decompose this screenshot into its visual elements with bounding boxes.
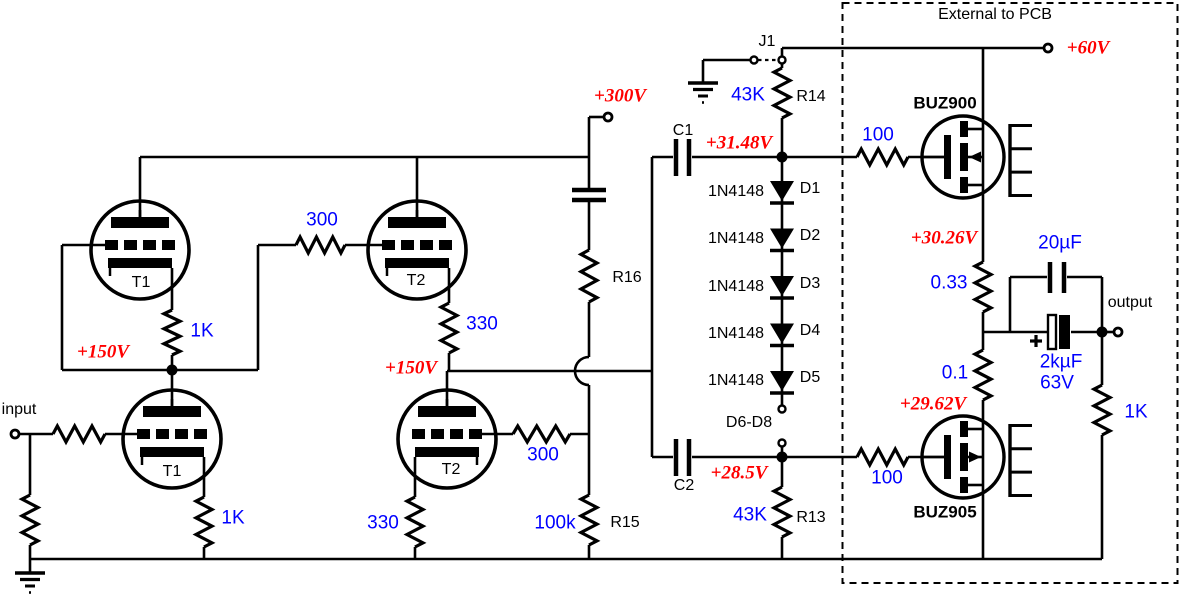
pcb-region-label: External to PCB <box>938 6 1052 23</box>
output-label: output <box>1107 294 1153 311</box>
r-gate-lower-value: 100 <box>871 467 903 489</box>
r14-label: R14 <box>796 88 826 105</box>
r16-label: R16 <box>612 269 642 286</box>
r-t1b-cathode-value: 1K <box>221 507 245 529</box>
terminals <box>9 42 1124 440</box>
r-gate-upper-value: 100 <box>862 124 894 146</box>
c-bypass-value: 20µF <box>1038 232 1082 254</box>
tube-t2a-label: T2 <box>406 272 426 289</box>
tube-t1-lower <box>121 388 223 490</box>
voltage-30-26v: +30.26V <box>910 227 978 249</box>
r-t1a-cathode-value: 1K <box>190 320 214 342</box>
tube-t2b-label: T2 <box>441 461 461 478</box>
tube-t1-upper <box>89 199 191 301</box>
ground-icon-j1 <box>688 81 718 104</box>
r15-label: R15 <box>610 514 640 531</box>
diode-name-label: D2 <box>799 227 821 244</box>
diode-part-label: 1N4148 <box>707 230 765 247</box>
input-terminal <box>9 428 21 440</box>
mosfet-buz900-icon <box>920 114 1006 200</box>
diode-chain <box>770 181 794 448</box>
c2-label: C2 <box>673 477 695 494</box>
r-load-value: 1K <box>1124 401 1148 423</box>
voltage-150v-mid: +150V <box>385 357 437 379</box>
voltage-60v: +60V <box>1066 37 1110 59</box>
diode-part-label: 1N4148 <box>707 183 765 200</box>
tube-t2-upper <box>366 199 468 301</box>
diode-part-label: 1N4148 <box>707 372 765 389</box>
r15-value: 100k <box>534 512 576 534</box>
r-t2b-cathode-value: 330 <box>367 512 399 534</box>
resistors <box>18 66 1114 549</box>
d6-d8-label: D6-D8 <box>725 414 773 431</box>
diode-name-label: D1 <box>799 180 821 197</box>
voltage-31-48v: +31.48V <box>705 132 773 154</box>
jumper-j1-label: J1 <box>758 33 776 50</box>
heatsink-icon-upper <box>1008 124 1032 197</box>
voltage-28-5v: +28.5V <box>710 462 768 484</box>
main-supply-terminal <box>1042 42 1054 54</box>
c1-label: C1 <box>672 122 694 139</box>
input-label: input <box>1 401 37 418</box>
c-output-rating: 63V <box>1040 372 1074 394</box>
heatsink-icon-lower <box>1008 424 1032 497</box>
mosfet-buz905-label: BUZ905 <box>913 502 977 522</box>
pcb-boundary <box>841 2 1179 584</box>
tube-t2-lower <box>396 388 498 490</box>
tube-t1b-label: T1 <box>162 463 182 480</box>
r-source-lower-value: 0.1 <box>941 362 969 384</box>
r-source-upper-value: 0.33 <box>930 272 968 294</box>
r13-label: R13 <box>796 509 826 526</box>
jumper-j1 <box>749 55 787 65</box>
c-output-value: 2kµF <box>1039 351 1083 373</box>
diode-name-label: D5 <box>799 369 821 386</box>
wires <box>19 46 1114 572</box>
mosfet-buz900-label: BUZ900 <box>913 93 977 113</box>
diode-part-label: 1N4148 <box>707 325 765 342</box>
diode-part-label: 1N4148 <box>707 278 765 295</box>
r-t2b-grid-value: 300 <box>527 444 559 466</box>
voltage-150v-left: +150V <box>77 341 129 363</box>
diode-name-label: D4 <box>799 322 821 339</box>
r13-value: 43K <box>733 504 767 526</box>
capacitors <box>572 139 1070 476</box>
plate-supply-terminal <box>602 111 614 123</box>
mosfet-buz905-icon <box>920 414 1006 500</box>
r14-value: 43K <box>731 84 765 106</box>
voltage-300v: +300V <box>594 85 646 107</box>
ground-icon-input <box>15 571 45 594</box>
tube-t1a-label: T1 <box>131 274 151 291</box>
voltage-29-62v: +29.62V <box>899 393 967 415</box>
r-coupling-value: 300 <box>306 209 338 231</box>
r-t2a-cathode-value: 330 <box>466 313 498 335</box>
output-terminal <box>1112 326 1124 338</box>
junction-dots <box>166 151 1108 463</box>
diode-name-label: D3 <box>799 275 821 292</box>
